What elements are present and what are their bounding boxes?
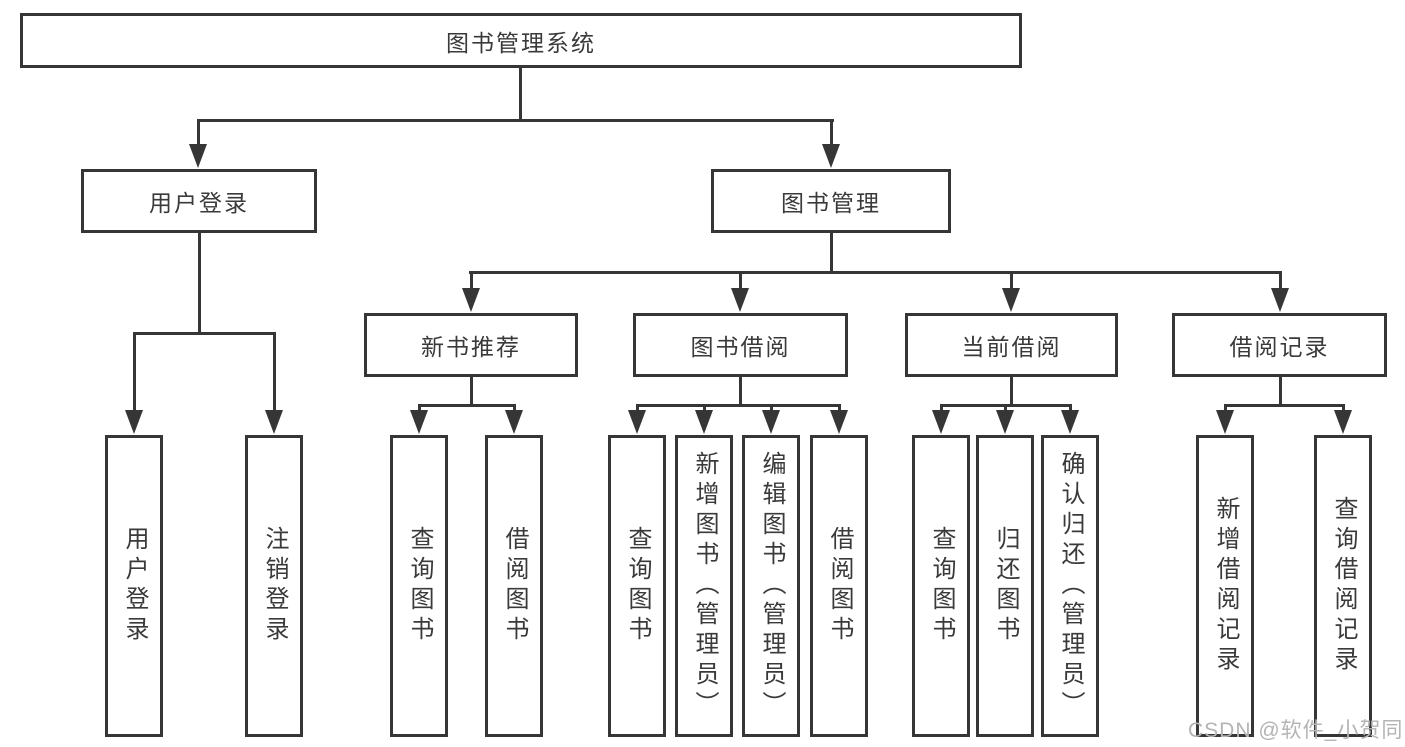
node-book-borrow: 图书借阅	[633, 313, 848, 377]
arrow-down-icon	[1061, 410, 1079, 434]
node-user-login: 用户登录	[81, 169, 317, 233]
connector-arrow-shaft	[940, 404, 943, 412]
arrow-down-icon	[932, 410, 950, 434]
connector-arrow-shaft	[133, 332, 136, 412]
connector-arrow-shaft	[739, 271, 742, 290]
arrow-down-icon	[1216, 410, 1234, 434]
connector-line	[830, 233, 833, 273]
arrow-down-icon	[410, 410, 428, 434]
node-label: 查询图书	[928, 526, 955, 646]
arrow-down-icon	[822, 144, 840, 168]
connector-arrow-shaft	[418, 404, 421, 412]
node-label: 借阅图书	[501, 526, 528, 646]
arrow-down-icon	[731, 288, 749, 312]
node-confirm-return-admin: 确认归还（管理员）	[1041, 435, 1099, 737]
node-label: 新增图书（管理员）	[691, 451, 718, 721]
node-label: 查询借阅记录	[1330, 496, 1357, 676]
node-label: 借阅图书	[826, 526, 853, 646]
node-borrow-books-leaf: 借阅图书	[810, 435, 868, 737]
node-root: 图书管理系统	[20, 13, 1022, 68]
connector-line	[469, 271, 1282, 274]
node-edit-books-admin: 编辑图书（管理员）	[742, 435, 800, 737]
node-current-borrow: 当前借阅	[905, 313, 1118, 377]
arrow-down-icon	[762, 410, 780, 434]
connector-line	[1224, 404, 1345, 407]
connector-arrow-shaft	[770, 404, 773, 412]
connector-arrow-shaft	[513, 404, 516, 412]
node-label: 新书推荐	[421, 334, 521, 360]
connector-line	[636, 404, 841, 407]
arrow-down-icon	[265, 410, 283, 434]
node-query-borrow-record: 查询借阅记录	[1314, 435, 1372, 737]
node-borrow-books-recommend: 借阅图书	[485, 435, 543, 737]
connector-arrow-shaft	[838, 404, 841, 412]
connector-line	[739, 377, 742, 406]
arrow-down-icon	[830, 410, 848, 434]
connector-line	[198, 233, 201, 334]
node-label: 借阅记录	[1229, 334, 1330, 360]
connector-arrow-shaft	[197, 119, 200, 146]
node-logout-leaf: 注销登录	[245, 435, 303, 737]
connector-arrow-shaft	[830, 119, 833, 146]
connector-arrow-shaft	[1342, 404, 1345, 412]
node-add-books-admin: 新增图书（管理员）	[675, 435, 733, 737]
connector-arrow-shaft	[1004, 404, 1007, 412]
arrow-down-icon	[628, 410, 646, 434]
connector-line	[1010, 377, 1013, 406]
node-query-books-borrow: 查询图书	[608, 435, 666, 737]
arrow-down-icon	[125, 410, 143, 434]
node-label: 图书管理系统	[446, 29, 596, 56]
node-label: 图书借阅	[690, 334, 791, 360]
arrow-down-icon	[505, 410, 523, 434]
node-return-books: 归还图书	[976, 435, 1034, 737]
connector-arrow-shaft	[703, 404, 706, 412]
arrow-down-icon	[189, 144, 207, 168]
connector-arrow-shaft	[1279, 271, 1282, 290]
arrow-down-icon	[1334, 410, 1352, 434]
arrow-down-icon	[1271, 288, 1289, 312]
connector-line	[519, 68, 522, 121]
connector-line	[470, 377, 473, 406]
node-label: 用户登录	[121, 526, 148, 646]
node-borrow-record: 借阅记录	[1172, 313, 1387, 377]
node-label: 确认归还（管理员）	[1057, 451, 1084, 721]
node-label: 新增借阅记录	[1212, 496, 1239, 676]
node-label: 注销登录	[261, 526, 288, 646]
node-add-borrow-record: 新增借阅记录	[1196, 435, 1254, 737]
node-user-login-leaf: 用户登录	[105, 435, 163, 737]
connector-line	[133, 332, 276, 335]
node-label: 查询图书	[406, 526, 433, 646]
node-label: 图书管理	[781, 190, 881, 216]
connector-arrow-shaft	[1010, 271, 1013, 290]
csdn-watermark: CSDN @软件_小贺同学	[1188, 719, 1404, 742]
connector-line	[197, 119, 834, 122]
node-label: 编辑图书（管理员）	[758, 451, 785, 721]
connector-line	[418, 404, 516, 407]
node-label: 归还图书	[992, 526, 1019, 646]
arrow-down-icon	[1002, 288, 1020, 312]
connector-arrow-shaft	[636, 404, 639, 412]
connector-line	[1279, 377, 1282, 406]
connector-arrow-shaft	[470, 271, 473, 290]
node-label: 用户登录	[149, 190, 249, 216]
node-label: 查询图书	[624, 526, 651, 646]
connector-arrow-shaft	[1224, 404, 1227, 412]
node-query-books-current: 查询图书	[912, 435, 970, 737]
node-query-books-recommend: 查询图书	[390, 435, 448, 737]
arrow-down-icon	[462, 288, 480, 312]
arrow-down-icon	[996, 410, 1014, 434]
connector-arrow-shaft	[1069, 404, 1072, 412]
connector-arrow-shaft	[273, 332, 276, 412]
node-book-mgmt: 图书管理	[711, 169, 951, 233]
node-new-book-recommend: 新书推荐	[364, 313, 578, 377]
node-label: 当前借阅	[961, 334, 1062, 360]
arrow-down-icon	[695, 410, 713, 434]
